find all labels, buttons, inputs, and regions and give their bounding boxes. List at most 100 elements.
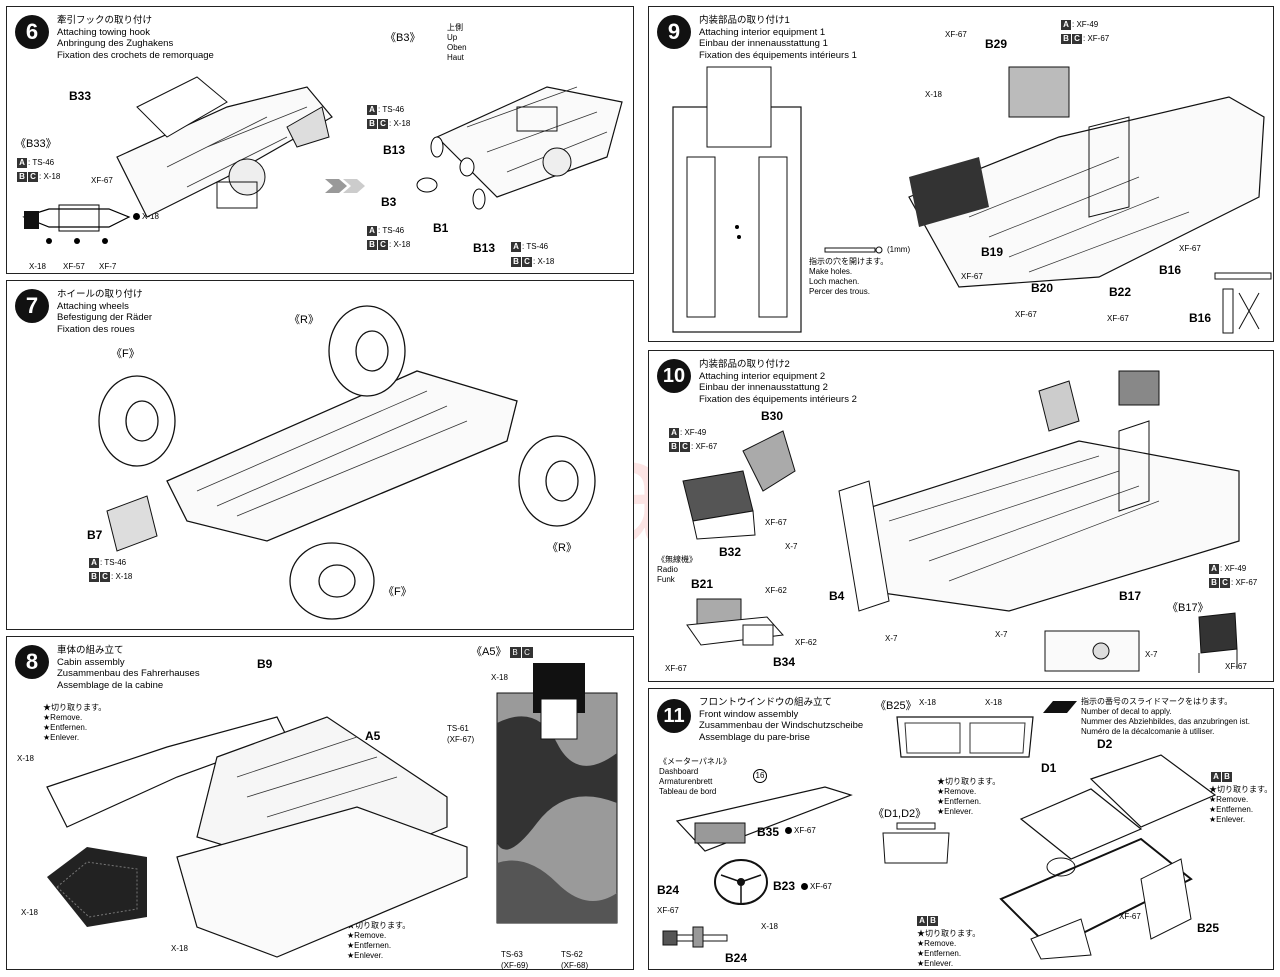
part-B13: B13 [383,143,406,157]
paint-x18-a: X-18 [17,754,34,763]
B17-detail-drawing [1198,612,1238,673]
step-6-panel: 6 牽引フックの取り付け Attaching towing hook Anbri… [6,6,634,274]
drill-icon [824,246,883,254]
part-B13b: B13 [473,241,496,255]
wheel-R-right: 《R》 [547,542,577,554]
holes-note: 指示の穴を開けます。Make holes. Loch machen.Percer… [809,257,889,296]
remove-note-bottom: ★切り取ります。★Remove. ★Entfernen.★Enlever. [917,929,981,968]
part-B33: B33 [69,89,92,103]
paint-xf67-b32: XF-67 [765,518,787,527]
radio-drawing [686,598,785,646]
wheel-R-top: 《R》 [289,314,319,326]
paint-ts61: TS-61(XF-67) [447,724,475,744]
paint-ts62: TS-62(XF-68) [561,950,589,970]
part-B25: B25 [1197,921,1220,935]
part-B3: B3 [381,195,397,209]
part-B35: B35 [757,825,780,839]
paint-xf67-b16: XF-67 [1179,244,1201,253]
paint-x18-b: X-18 [21,908,38,917]
part-B16: B16 [1159,263,1182,277]
B24-drawing [662,926,728,948]
paint-xf67-d: XF-67 [1119,912,1141,921]
paint-xf67-b19: XF-67 [961,272,983,281]
part-B29: B29 [985,37,1008,51]
paint-xf67-b23: XF-67 [801,881,832,892]
paint-x7-d: X-7 [1145,650,1158,659]
hook-detail-drawing [22,204,131,244]
paint-right-A: A: TS-46 [367,104,404,115]
paint-B3-A: A: TS-46 [367,225,404,236]
paint-xf67-b24: XF-67 [657,906,679,915]
paint-x18-right: X-18 [133,211,159,222]
chassis-drawing-right [435,86,623,198]
paint-A-xf49: A: XF-49 [1061,19,1098,30]
wheel-F-bottom: 《F》 [383,586,412,598]
paint-x7-b: X-7 [885,634,898,643]
paint-x7-c: X-7 [995,630,1008,639]
interior-drawing [908,66,1265,288]
paint-x18-d: X-18 [491,673,508,682]
step-titles: 内装部品の取り付け2 Attaching interior equipment … [699,359,857,405]
paint-B17-xf67: XF-67 [1225,662,1247,671]
cabin-drawing [46,716,468,958]
step-number: 9 [657,15,691,49]
part-B7: B7 [87,528,103,542]
paint-B17-A: A: XF-49 [1209,563,1246,574]
detail-B17: 《B17》 [1167,602,1209,614]
B25-detail-drawing [896,716,1034,758]
decal-number: 16 [753,769,767,783]
floor-plan-drawing [672,66,802,333]
wheel [98,305,596,620]
detail-B3: 《B3》 [385,32,421,44]
paint-x18: X-18 [925,90,942,99]
part-B22: B22 [1109,285,1132,299]
part-B23: B23 [773,879,796,893]
paint-A: A: TS-46 [17,157,54,168]
steering-wheel-icon [714,859,768,905]
step-11-panel: 11 フロントウインドウの組み立て Front window assembly … [648,688,1274,970]
paint-xf67-b20: XF-67 [1015,310,1037,319]
step-number: 10 [657,359,691,393]
camo-floor-drawing [496,663,618,924]
step-titles: フロントウインドウの組み立て Front window assembly Zus… [699,697,864,743]
decal-note: 指示の番号のスライドマークをはります。Number of decal to ap… [1081,697,1250,736]
paint-xf57: XF-57 [63,262,85,271]
step-10-panel: 10 内装部品の取り付け2 Attaching interior equipme… [648,350,1274,682]
step-7-panel: 7 ホイールの取り付け Attaching wheels Befestigung… [6,280,634,630]
paint-x18-c: X-18 [171,944,188,953]
paint-x18-bottom: X-18 [29,262,46,271]
paint-xf67-b29: XF-67 [945,30,967,39]
up-labels: 上側 Up Oben Haut [447,23,467,62]
paint-xf62-b: XF-62 [795,638,817,647]
D1D2-detail-drawing [882,822,950,864]
part-B17: B17 [1119,589,1142,603]
paint-x18-b23: X-18 [761,922,778,931]
step-number: 7 [15,289,49,323]
part-B9: B9 [257,657,273,671]
part-B32: B32 [719,545,742,559]
detail-B25: 《B25》 [875,700,917,712]
paint-xf67: XF-67 [91,176,113,185]
paint-x18-b: X-18 [985,698,1002,707]
part-A5: A5 [365,729,381,743]
step-titles: 内装部品の取り付け1 Attaching interior equipment … [699,15,857,61]
step-number: 8 [15,645,49,679]
step-number: 11 [657,699,691,733]
B16-detail-drawing [1214,272,1272,334]
remove-note: ★切り取ります。★Remove. ★Entfernen.★Enlever. [937,777,1001,816]
paint-A-xf49: A: XF-49 [669,427,706,438]
wheel-F-left: 《F》 [111,348,140,360]
part-B21: B21 [691,577,714,591]
paint-A: A: TS-46 [89,557,126,568]
part-B20: B20 [1031,281,1054,295]
step-9-panel: 9 内装部品の取り付け1 Attaching interior equipmen… [648,6,1274,342]
